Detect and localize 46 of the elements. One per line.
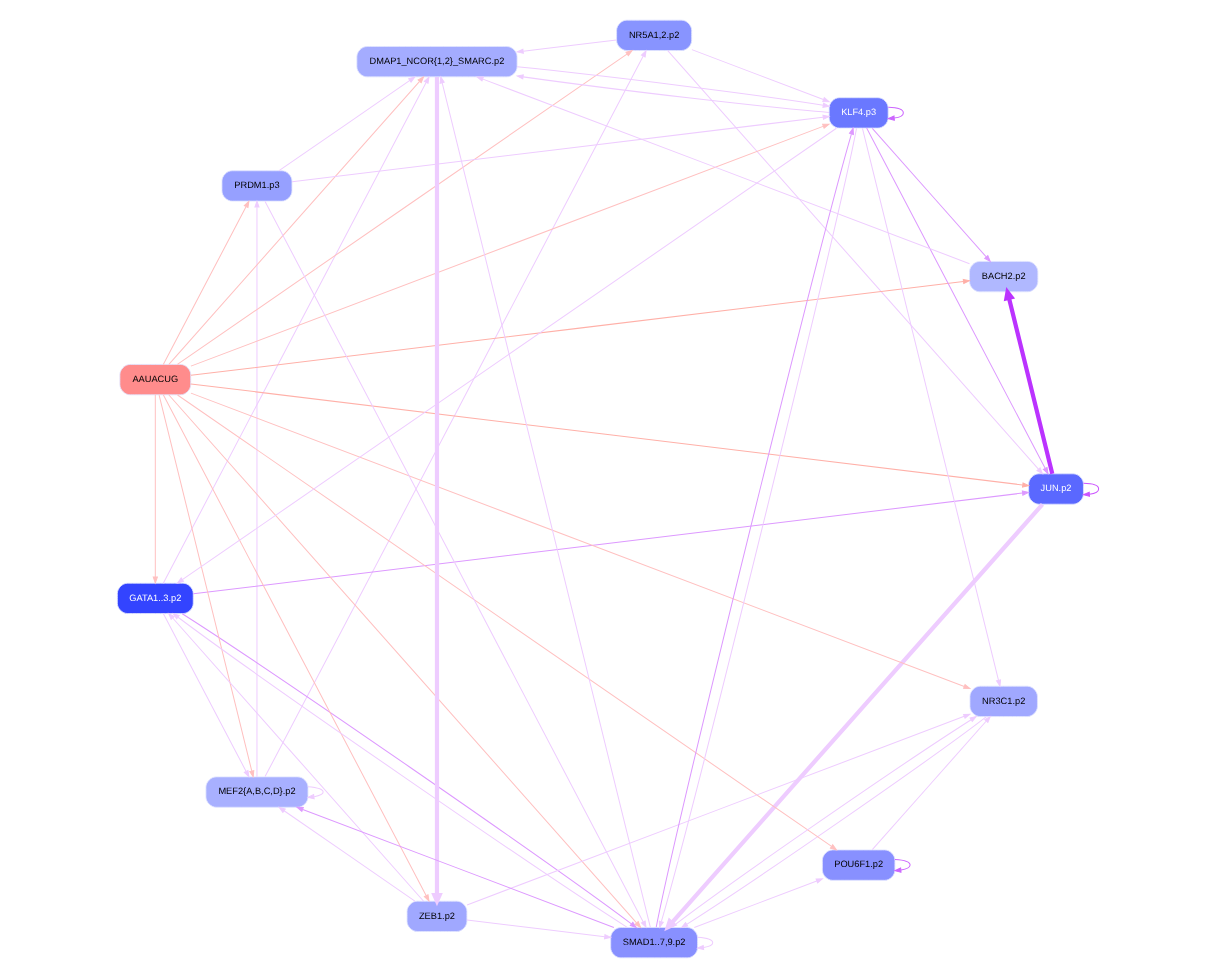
arrow — [162, 200, 250, 365]
arrow — [152, 394, 159, 585]
arrow — [466, 713, 972, 906]
arrow — [264, 200, 647, 929]
arrow — [162, 394, 430, 903]
arrow — [190, 123, 831, 367]
arrow — [664, 502, 1045, 932]
arrow — [886, 106, 904, 121]
arrow — [176, 49, 634, 365]
arrow — [192, 490, 1030, 595]
arrow — [667, 50, 1044, 475]
arrow — [691, 49, 831, 103]
arrow — [190, 392, 972, 690]
arrow — [516, 66, 831, 108]
arrow — [168, 394, 642, 929]
arrow — [439, 75, 651, 928]
arrow — [893, 859, 911, 873]
arrow — [861, 127, 1002, 688]
arrow — [190, 278, 971, 376]
arrow — [158, 394, 255, 779]
arrow — [177, 394, 838, 851]
arrow — [475, 76, 971, 265]
arrow — [264, 49, 647, 778]
arrow — [277, 806, 416, 902]
arrow — [696, 936, 714, 951]
arrow — [1003, 286, 1055, 475]
arrow — [431, 76, 443, 907]
arrow — [1081, 482, 1100, 497]
arrow — [168, 75, 425, 365]
arrow — [466, 919, 613, 940]
arrow — [306, 786, 324, 800]
arrow — [866, 127, 1049, 475]
arrow — [515, 39, 618, 54]
arrow — [162, 613, 250, 778]
arrow — [871, 127, 992, 263]
arrow — [167, 612, 424, 902]
arrow — [190, 383, 1031, 488]
arrow — [176, 127, 837, 584]
arrow — [515, 74, 830, 113]
arrow — [693, 878, 824, 928]
arrow — [278, 76, 416, 172]
arrow — [254, 199, 260, 778]
arrow — [295, 806, 615, 928]
arrow — [162, 75, 430, 584]
arrow — [871, 715, 992, 851]
arrow — [291, 114, 831, 183]
